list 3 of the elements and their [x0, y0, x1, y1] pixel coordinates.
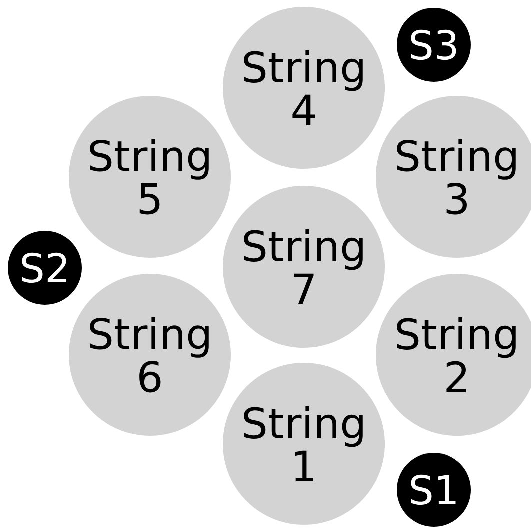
label-badge: S1: [397, 452, 471, 527]
label-badge: S3: [397, 8, 471, 82]
label-badge: S2: [8, 231, 82, 305]
